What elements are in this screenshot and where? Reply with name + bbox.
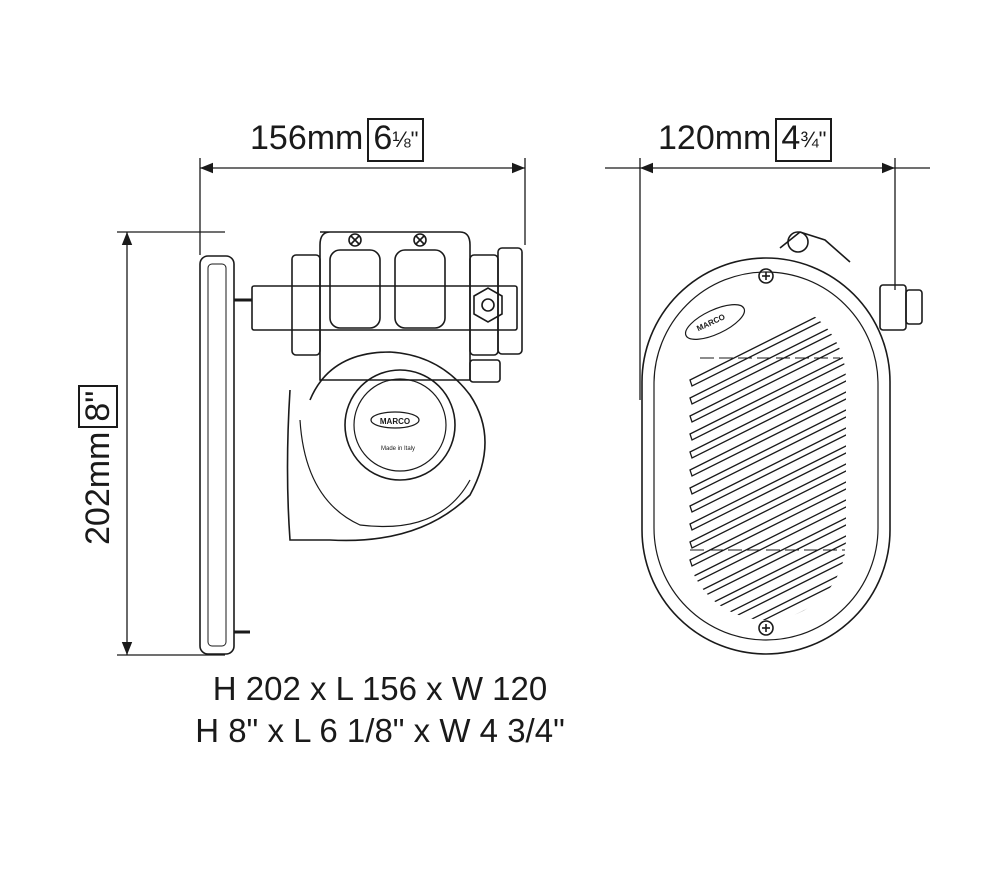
grille-slot <box>689 425 846 513</box>
length-metric: 156mm <box>250 119 364 157</box>
grille-slot <box>689 371 846 459</box>
grille-slot <box>689 389 846 477</box>
screw-right <box>413 233 427 247</box>
grille-slot <box>689 335 846 423</box>
grille-slots <box>689 300 846 620</box>
mounting-plate <box>199 255 235 655</box>
grille-slot <box>689 569 846 620</box>
front-screw-top <box>758 268 774 284</box>
grille-slot <box>689 461 846 549</box>
diaphragm-inner <box>353 378 447 472</box>
grille-slot <box>689 317 846 405</box>
grille-slot <box>689 533 846 620</box>
hex-nut <box>473 287 503 323</box>
compressor-window-right <box>394 249 446 329</box>
compressor-body <box>319 231 471 381</box>
compressor-window-left <box>329 249 381 329</box>
side-origin-label: Made in Italy <box>381 446 415 452</box>
side-block-left <box>291 254 321 356</box>
connector <box>469 359 501 383</box>
front-brand-label: MARCO <box>695 312 726 333</box>
end-cap <box>497 247 523 355</box>
length-imperial: 6⅛" <box>367 118 425 162</box>
logo-oval <box>370 411 420 429</box>
trumpet-body <box>286 351 486 542</box>
nut-center <box>481 298 495 312</box>
grille-slot <box>689 407 846 495</box>
side-brand-label: MARCO <box>380 417 410 426</box>
grille-slot <box>689 515 846 603</box>
front-logo-oval <box>684 304 746 340</box>
height-metric: 202mm <box>79 431 117 545</box>
grille-slot <box>689 353 846 441</box>
front-screw-bottom <box>758 620 774 636</box>
diaphragm-outer <box>344 369 456 481</box>
width-imperial: 4¾" <box>775 118 833 162</box>
grille-slot <box>689 479 846 567</box>
grille-slot <box>689 497 846 585</box>
side-view <box>199 231 523 655</box>
mounting-plate-inner <box>207 263 227 647</box>
side-bolt-nut <box>905 289 923 325</box>
height-dimension-label: 202mm8" <box>78 384 118 545</box>
height-imperial: 8" <box>78 384 118 428</box>
grille-slot <box>689 587 846 620</box>
grille-slot <box>689 551 846 620</box>
dimension-lines <box>117 158 930 656</box>
bracket-arm <box>251 285 518 331</box>
size-caption: H 202 x L 156 x W 120 H 8" x L 6 1/8" x … <box>120 668 640 752</box>
front-shell-outer <box>641 257 891 655</box>
side-bolt-housing <box>879 284 907 331</box>
screw-left <box>348 233 362 247</box>
front-view <box>641 231 923 655</box>
caption-imperial-line: H 8" x L 6 1/8" x W 4 3/4" <box>195 712 565 749</box>
width-metric: 120mm <box>658 119 772 157</box>
grille-slot <box>689 300 846 387</box>
top-bracket <box>779 231 851 263</box>
top-bracket-pivot <box>787 231 809 253</box>
caption-metric-line: H 202 x L 156 x W 120 <box>212 670 548 707</box>
grille-slot <box>689 443 846 531</box>
trumpet-curve <box>299 419 471 528</box>
